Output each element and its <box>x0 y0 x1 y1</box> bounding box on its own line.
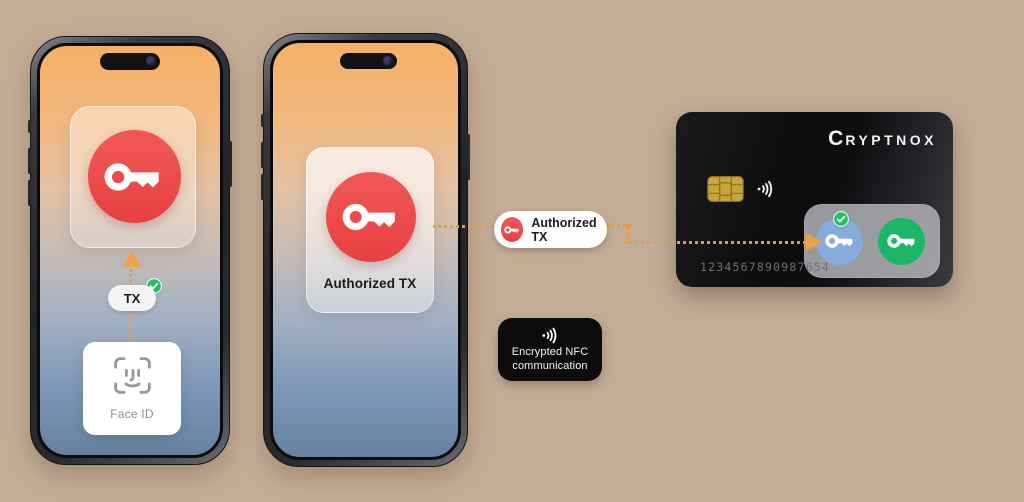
left-phone-screen: TX Face ID <box>37 43 223 458</box>
arrow-right-icon <box>806 232 823 251</box>
mute-switch <box>28 120 31 133</box>
nfc-box-line1: Encrypted NFC <box>511 346 589 358</box>
arrow-up-icon <box>123 250 141 267</box>
authorized-tx-pill-label: Authorized TX <box>531 215 597 244</box>
connector-phone-to-pill <box>433 224 494 228</box>
key-badge <box>326 172 416 262</box>
key-icon <box>342 200 400 234</box>
mute-switch <box>261 114 264 127</box>
checkmark-icon <box>833 211 849 227</box>
cryptnox-card: CRYPTNOX 1234567890987654 <box>676 112 953 287</box>
tx-pill-label: TX <box>123 290 141 306</box>
middle-phone-screen: Authorized TX <box>270 40 461 460</box>
dynamic-island <box>100 53 160 70</box>
encrypted-nfc-box: Encrypted NFC communication <box>498 318 602 381</box>
volume-down-button <box>261 174 264 200</box>
key-slot-secondary <box>878 217 925 265</box>
face-id-icon <box>110 353 155 398</box>
dynamic-island <box>340 53 397 69</box>
key-icon <box>504 225 520 235</box>
left-phone: TX Face ID <box>28 36 232 465</box>
connector-to-card <box>629 240 806 244</box>
emv-chip-icon <box>707 176 744 202</box>
volume-down-button <box>28 180 31 206</box>
key-badge <box>501 217 524 242</box>
contactless-icon <box>540 325 561 346</box>
face-id-card: Face ID <box>83 342 181 435</box>
authorized-tx-label: Authorized TX <box>323 276 417 291</box>
camera-icon <box>383 56 393 66</box>
volume-up-button <box>28 148 31 174</box>
volume-up-button <box>261 142 264 168</box>
key-app-card <box>70 106 196 248</box>
connector-step-down <box>626 225 629 243</box>
camera-icon <box>146 56 156 66</box>
power-button <box>467 134 470 180</box>
face-id-label: Face ID <box>110 407 154 421</box>
key-icon <box>825 232 855 250</box>
key-slots-panel <box>804 204 940 278</box>
authorized-tx-pill: Authorized TX <box>494 211 607 248</box>
cryptnox-brand-logo: CRYPTNOX <box>828 127 937 150</box>
tx-pill: TX <box>108 285 156 311</box>
key-icon <box>887 232 917 250</box>
nfc-box-line2: communication <box>512 359 588 372</box>
card-number: 1234567890987654 <box>700 260 830 274</box>
key-icon <box>104 159 164 195</box>
key-badge <box>87 130 181 223</box>
middle-phone: Authorized TX <box>261 33 470 467</box>
connector-pill-out <box>606 223 631 227</box>
contactless-icon <box>755 178 777 200</box>
authorized-tx-card: Authorized TX <box>306 147 434 313</box>
power-button <box>229 141 232 187</box>
